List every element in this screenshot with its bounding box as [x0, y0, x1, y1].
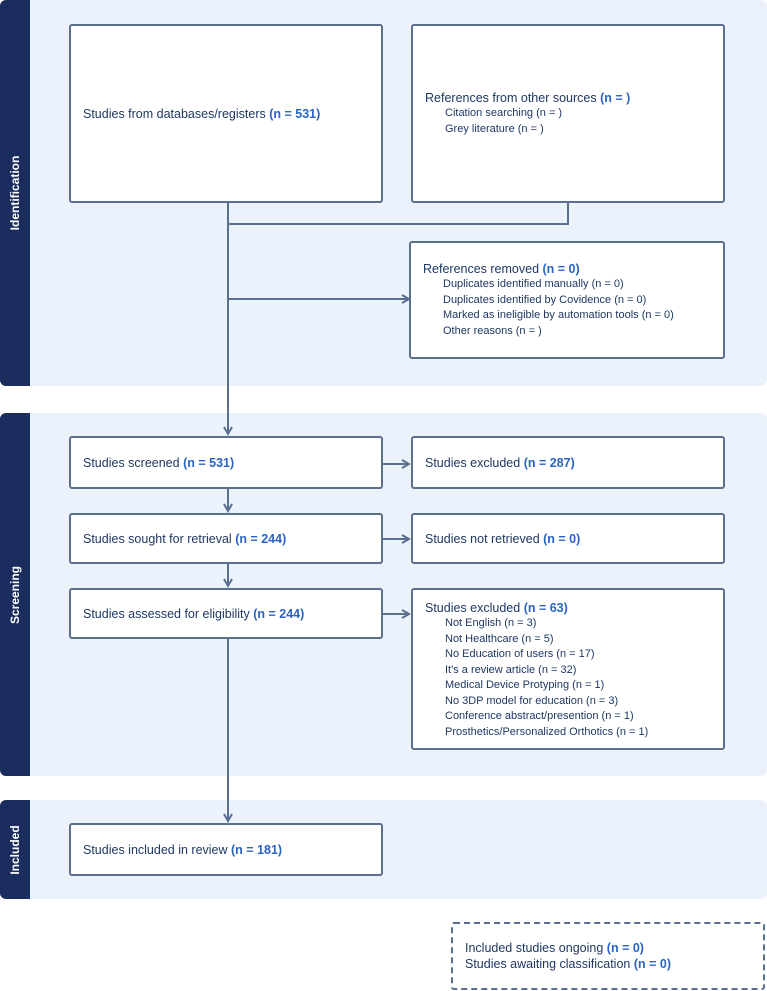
identification-label-text: Identification [8, 155, 22, 231]
other-sources-box: References from other sources (n = ) Cit… [411, 24, 725, 203]
databases-count: (n = 531) [269, 106, 321, 121]
identification-label: Identification [0, 0, 30, 386]
databases-box: Studies from databases/registers (n = 53… [69, 24, 383, 203]
screened-box: Studies screened (n = 531) [69, 436, 383, 489]
not-retrieved-box: Studies not retrieved (n = 0) [411, 513, 725, 564]
excluded-screen-label: Studies excluded [425, 455, 521, 470]
exclusion-reason: Medical Device Protyping (n = 1) [445, 679, 605, 691]
removed-item: Other reasons (n = ) [443, 324, 542, 337]
exclusion-reason: It's a review article (n = 32) [445, 663, 577, 676]
ongoing-count: (n = 0) [606, 941, 644, 955]
screening-label-text: Screening [8, 565, 22, 624]
included-review-count: (n = 181) [231, 842, 283, 857]
assessed-count: (n = 244) [253, 606, 305, 621]
excluded-screen-box: Studies excluded (n = 287) [411, 436, 725, 489]
sought-count: (n = 244) [235, 531, 287, 546]
removed-box: References removed (n = 0) Duplicates id… [409, 241, 725, 359]
other-sources-label: References from other sources [425, 91, 597, 105]
other-sources-item: Grey literature (n = ) [445, 122, 544, 135]
other-sources-count: (n = ) [600, 91, 631, 105]
removed-item: Duplicates identified manually (n = 0) [443, 278, 624, 290]
awaiting-count: (n = 0) [633, 957, 672, 971]
removed-count: (n = 0) [542, 262, 580, 276]
exclusion-reason: Not English (n = 3) [445, 617, 537, 629]
removed-item: Duplicates identified by Covidence (n = … [443, 293, 647, 306]
exclusion-reason: No Education of users (n = 17) [445, 648, 595, 660]
screening-label: Screening [0, 413, 30, 776]
sought-box: Studies sought for retrieval (n = 244) [69, 513, 383, 564]
included-review-label: Studies included in review [83, 842, 228, 857]
excluded-eligibility-box: Studies excluded (n = 63) Not English (n… [411, 588, 725, 750]
removed-item: Marked as ineligible by automation tools… [443, 309, 674, 321]
exclusion-reason: Conference abstract/presention (n = 1) [445, 710, 634, 722]
screened-count: (n = 531) [183, 455, 235, 470]
excluded-screen-count: (n = 287) [523, 455, 575, 470]
sought-label: Studies sought for retrieval [83, 531, 232, 546]
included-label-text: Included [8, 824, 22, 875]
excluded-eligibility-label: Studies excluded [425, 601, 521, 615]
exclusion-reason: Prosthetics/Personalized Orthotics (n = … [445, 725, 649, 738]
excluded-eligibility-count: (n = 63) [523, 601, 568, 615]
not-retrieved-label: Studies not retrieved [425, 531, 540, 546]
databases-label: Studies from databases/registers [83, 106, 266, 121]
not-retrieved-count: (n = 0) [543, 531, 581, 546]
ongoing-label: Included studies ongoing [465, 941, 604, 955]
screened-label: Studies screened [83, 455, 180, 470]
other-sources-item: Citation searching (n = ) [445, 107, 563, 119]
included-box: Studies included in review (n = 181) [69, 823, 383, 876]
exclusion-reason: No 3DP model for education (n = 3) [445, 694, 619, 707]
exclusion-reason: Not Healthcare (n = 5) [445, 632, 554, 645]
removed-label: References removed [423, 262, 540, 276]
ongoing-box: Included studies ongoing (n = 0) Studies… [451, 922, 765, 990]
awaiting-label: Studies awaiting classification [465, 957, 631, 971]
included-label: Included [0, 800, 30, 899]
assessed-box: Studies assessed for eligibility (n = 24… [69, 588, 383, 639]
assessed-label: Studies assessed for eligibility [83, 606, 250, 621]
